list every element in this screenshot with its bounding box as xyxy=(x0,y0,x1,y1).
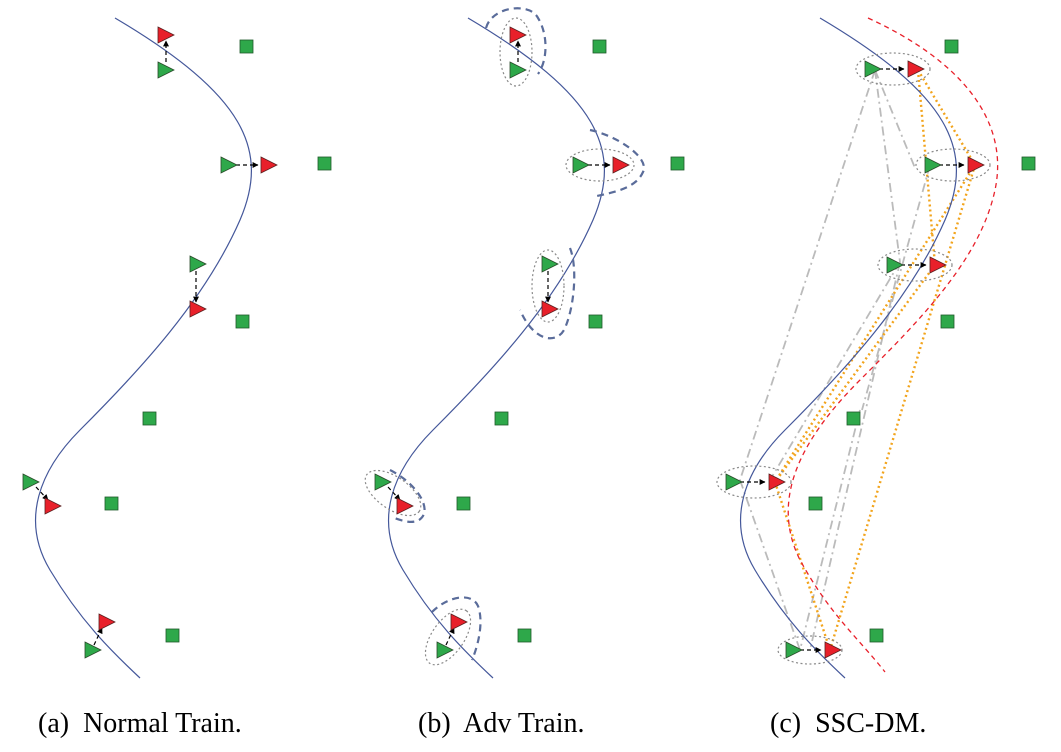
sample-neighborhood-ellipse xyxy=(531,249,565,323)
similarity-link xyxy=(769,261,901,481)
square-marker xyxy=(239,39,254,54)
perturbation-arrow xyxy=(35,486,49,501)
sample-neighborhood-ellipse xyxy=(565,148,635,182)
adversarial-sample-marker xyxy=(189,300,207,318)
panel-b xyxy=(364,7,685,679)
adversarial-sample-marker xyxy=(541,300,559,318)
clean-sample-marker xyxy=(725,473,743,491)
similarity-link xyxy=(739,479,801,651)
robust-boundary-segment xyxy=(589,128,646,198)
adversarial-sample-marker xyxy=(396,497,414,515)
panel-c xyxy=(716,17,1036,679)
clean-sample-marker xyxy=(436,641,454,659)
decision-boundary-curve xyxy=(388,17,605,679)
square-marker xyxy=(1021,156,1036,171)
perturbation-arrow xyxy=(445,627,455,646)
clean-sample-marker xyxy=(924,156,942,174)
square-marker xyxy=(808,496,823,511)
caption-c: (c) SSC-DM. xyxy=(770,708,926,739)
square-marker xyxy=(588,314,603,329)
sample-neighborhood-ellipse xyxy=(716,465,792,499)
adversarial-sample-marker xyxy=(967,156,985,174)
adversarial-sample-marker xyxy=(824,641,842,659)
sample-neighborhood-ellipse xyxy=(915,148,991,182)
clean-sample-marker xyxy=(157,61,175,79)
similarity-link xyxy=(739,69,876,481)
adversarial-sample-marker xyxy=(509,26,527,44)
similarity-link xyxy=(874,69,916,169)
caption-a: (a) Normal Train. xyxy=(38,708,242,739)
similarity-link xyxy=(809,261,901,651)
sample-neighborhood-ellipse xyxy=(777,635,843,665)
adversarial-sample-marker xyxy=(450,613,468,631)
square-marker xyxy=(142,411,157,426)
adversarial-sample-marker xyxy=(44,497,62,515)
square-marker xyxy=(517,628,532,643)
sample-neighborhood-ellipse xyxy=(499,17,533,87)
square-marker xyxy=(846,411,861,426)
similarity-link xyxy=(861,164,931,411)
square-marker xyxy=(456,496,471,511)
sample-neighborhood-ellipse xyxy=(877,248,953,282)
robust-boundary-segment xyxy=(389,469,426,523)
caption-b: (b) Adv Train. xyxy=(418,708,584,739)
square-marker xyxy=(494,411,509,426)
similarity-link xyxy=(874,69,901,263)
panel-a xyxy=(22,17,332,679)
clean-sample-marker xyxy=(572,156,590,174)
decision-boundary-curve xyxy=(740,17,957,679)
adversarial-sample-marker xyxy=(612,156,630,174)
robust-boundary-segment xyxy=(431,596,482,661)
sample-neighborhood-ellipse xyxy=(855,52,931,86)
square-marker xyxy=(235,314,250,329)
robust-boundary-segment xyxy=(484,7,547,75)
perturbation-arrow xyxy=(387,486,401,501)
perturbation-arrow xyxy=(93,627,103,646)
square-marker xyxy=(317,156,332,171)
adversarial-sample-marker xyxy=(260,156,278,174)
square-marker xyxy=(944,39,959,54)
clean-sample-marker xyxy=(220,156,238,174)
adversarial-sample-marker xyxy=(98,613,116,631)
square-marker xyxy=(869,628,884,643)
clean-sample-marker xyxy=(84,641,102,659)
robust-boundary-curve xyxy=(787,17,999,673)
clean-sample-marker xyxy=(509,61,527,79)
similarity-link xyxy=(799,409,861,651)
sample-neighborhood-ellipse xyxy=(364,469,422,517)
square-marker xyxy=(592,39,607,54)
clean-sample-marker xyxy=(785,641,803,659)
contrastive-link xyxy=(916,69,977,166)
square-marker xyxy=(165,628,180,643)
adversarial-sample-marker xyxy=(157,26,175,44)
square-marker xyxy=(670,156,685,171)
contrastive-link xyxy=(828,164,977,651)
clean-sample-marker xyxy=(189,255,207,273)
decision-boundary-curve xyxy=(35,17,252,679)
clean-sample-marker xyxy=(541,255,559,273)
square-marker xyxy=(104,496,119,511)
square-marker xyxy=(940,314,955,329)
contrastive-link xyxy=(774,264,936,483)
sample-neighborhood-ellipse xyxy=(424,608,472,666)
